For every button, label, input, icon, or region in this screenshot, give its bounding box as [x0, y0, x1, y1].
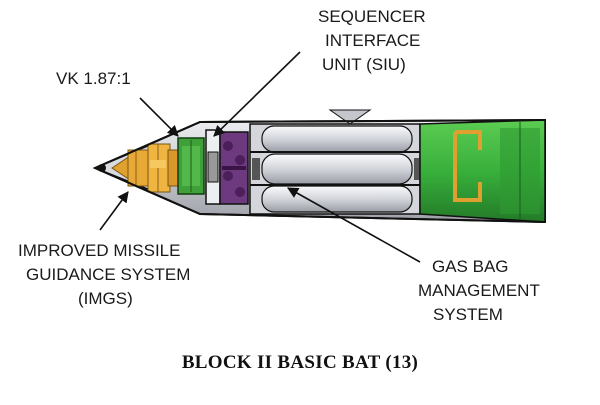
imgs-label-line3: (IMGS) — [78, 289, 133, 308]
siu-arrow — [213, 51, 301, 137]
siu-module — [205, 129, 221, 205]
purple-module — [219, 131, 249, 205]
diagram-caption: BLOCK II BASIC BAT (13) — [181, 352, 419, 373]
gas-bag-section — [249, 109, 421, 215]
label-siu: SEQUENCER INTERFACE UNIT (SIU) — [318, 7, 426, 74]
gas-label-line1: GAS BAG — [432, 257, 509, 276]
siu-label-line3: UNIT (SIU) — [322, 55, 406, 74]
siu-label-line2: INTERFACE — [325, 31, 420, 50]
vk-arrow — [139, 97, 179, 137]
gas-label-line3: SYSTEM — [433, 305, 503, 324]
leader-arrows — [99, 51, 421, 263]
imgs-label-line1: IMPROVED MISSILE — [18, 241, 180, 260]
label-imgs: IMPROVED MISSILE GUIDANCE SYSTEM (IMGS) — [18, 241, 190, 308]
imgs-label-line2: GUIDANCE SYSTEM — [26, 265, 190, 284]
gas-label-line2: MANAGEMENT — [418, 281, 540, 300]
aft-green-section — [419, 119, 546, 223]
gas-cylinder-bottom — [261, 185, 413, 213]
imgs-seeker — [111, 143, 181, 193]
imgs-arrow — [99, 191, 129, 231]
gas-cylinder-middle — [261, 153, 413, 185]
siu-label-line1: SEQUENCER — [318, 7, 426, 26]
gas-bag-arrow — [287, 187, 421, 263]
missile-body — [92, 109, 546, 224]
vk-label: VK 1.87:1 — [56, 69, 131, 88]
gas-cylinder-top — [261, 125, 413, 153]
vk-module — [177, 137, 205, 195]
label-gas-bag: GAS BAG MANAGEMENT SYSTEM — [418, 257, 540, 324]
